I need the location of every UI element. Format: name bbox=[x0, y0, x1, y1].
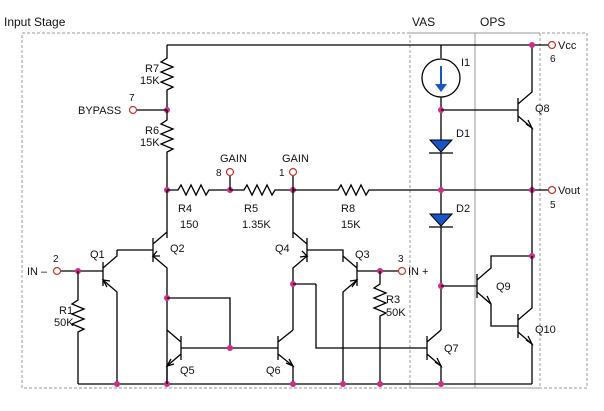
ground-node-q1 bbox=[114, 381, 120, 387]
gain8-terminal bbox=[225, 167, 235, 177]
q5-label: Q5 bbox=[180, 365, 195, 377]
in-minus-label: IN – bbox=[27, 266, 48, 278]
r4-resistor: R4 150 bbox=[167, 183, 230, 231]
vas-title: VAS bbox=[412, 15, 435, 29]
q10-label: Q10 bbox=[535, 324, 556, 336]
q1-transistor: Q1 bbox=[90, 249, 118, 384]
in-plus-terminal bbox=[397, 266, 407, 276]
ops-box bbox=[474, 32, 541, 389]
r7-name: R7 bbox=[145, 63, 159, 75]
r4-name: R4 bbox=[178, 203, 192, 215]
r6-value: 15K bbox=[140, 137, 160, 149]
r7-resistor: R7 15K bbox=[140, 45, 175, 110]
r5-resistor: R5 1.35K bbox=[230, 183, 293, 231]
q2-transistor: Q2 bbox=[117, 190, 185, 384]
gain8-label: GAIN bbox=[220, 153, 247, 165]
ground-node-q3 bbox=[340, 381, 346, 387]
r3-name: R3 bbox=[386, 294, 400, 306]
q3-transistor: Q3 bbox=[342, 249, 370, 384]
q10-transistor: Q10 bbox=[517, 256, 556, 384]
q9-label: Q9 bbox=[496, 281, 511, 293]
r5-value: 1.35K bbox=[242, 219, 271, 231]
d2-diode: D2 bbox=[428, 203, 470, 228]
vout-terminal bbox=[547, 185, 557, 195]
vout-label: Vout bbox=[558, 185, 580, 197]
bypass-terminal-group: BYPASS 7 bbox=[78, 93, 167, 117]
r3-value: 50K bbox=[386, 307, 406, 319]
r8-resistor: R8 15K bbox=[293, 183, 548, 231]
bypass-label: BYPASS bbox=[78, 105, 121, 117]
q5-transistor: Q5 bbox=[165, 329, 278, 377]
q3-label: Q3 bbox=[355, 249, 370, 261]
gain8-pin: 8 bbox=[216, 168, 222, 179]
r4-value: 150 bbox=[180, 219, 198, 231]
r1-name: R1 bbox=[59, 305, 73, 317]
r1-value: 50K bbox=[54, 317, 74, 329]
q7-transistor: Q7 bbox=[315, 284, 459, 384]
vout-pin: 5 bbox=[550, 200, 556, 211]
mirror-base-node bbox=[227, 345, 233, 351]
q7-label: Q7 bbox=[444, 343, 459, 355]
ground-node-q6 bbox=[290, 381, 296, 387]
r8-value: 15K bbox=[341, 219, 361, 231]
q6-label: Q6 bbox=[266, 365, 281, 377]
input-stage-title: Input Stage bbox=[4, 15, 66, 29]
in-plus-group: IN + 3 bbox=[357, 254, 428, 278]
r5-name: R5 bbox=[244, 203, 258, 215]
q9-transistor: Q9 bbox=[441, 255, 532, 327]
in-plus-pin: 3 bbox=[398, 254, 404, 265]
q8-label: Q8 bbox=[535, 103, 550, 115]
q4-label: Q4 bbox=[275, 243, 290, 255]
ground-node-r3 bbox=[377, 381, 383, 387]
input-stage-box bbox=[21, 32, 588, 389]
gain1-label: GAIN bbox=[282, 153, 309, 165]
q2-label: Q2 bbox=[170, 243, 185, 255]
r3-resistor: R3 50K bbox=[372, 271, 406, 384]
r6-resistor: R6 15K bbox=[140, 110, 175, 190]
gain8-terminal-group: GAIN 8 bbox=[216, 153, 247, 190]
vcc-terminal bbox=[547, 40, 557, 50]
r7-value: 15K bbox=[140, 75, 160, 87]
q1-label: Q1 bbox=[90, 249, 105, 261]
bypass-terminal bbox=[128, 105, 138, 115]
ground-node-q7 bbox=[438, 381, 444, 387]
vout-terminal-group: Vout 5 bbox=[547, 185, 580, 211]
gain1-terminal bbox=[288, 167, 298, 177]
r8-name: R8 bbox=[341, 203, 355, 215]
q8-transistor: Q8 bbox=[441, 45, 550, 190]
gain1-terminal-group: GAIN 1 bbox=[279, 153, 309, 190]
q6-transistor: Q6 bbox=[266, 329, 295, 384]
vcc-rail: Vcc 6 bbox=[167, 40, 577, 65]
diode-mid-node bbox=[438, 187, 444, 193]
d2-label: D2 bbox=[456, 203, 470, 215]
in-plus-label: IN + bbox=[408, 266, 428, 278]
vcc-label: Vcc bbox=[558, 40, 577, 52]
gain1-pin: 1 bbox=[279, 168, 285, 179]
in-minus-pin: 2 bbox=[53, 254, 59, 265]
i1-current-source: I1 bbox=[421, 45, 470, 98]
in-minus-terminal bbox=[52, 266, 62, 276]
d1-diode: D1 bbox=[428, 128, 470, 154]
r6-name: R6 bbox=[145, 125, 159, 137]
vcc-pin: 6 bbox=[550, 54, 556, 65]
in-minus-group: IN – 2 bbox=[27, 254, 103, 278]
r1-resistor: R1 50K bbox=[54, 271, 86, 384]
q8-collector-node bbox=[529, 42, 535, 48]
d1-label: D1 bbox=[456, 128, 470, 140]
ops-title: OPS bbox=[480, 15, 505, 29]
q4-transistor: Q4 bbox=[275, 190, 344, 330]
i1-label: I1 bbox=[461, 57, 470, 69]
bypass-pin: 7 bbox=[129, 93, 135, 104]
